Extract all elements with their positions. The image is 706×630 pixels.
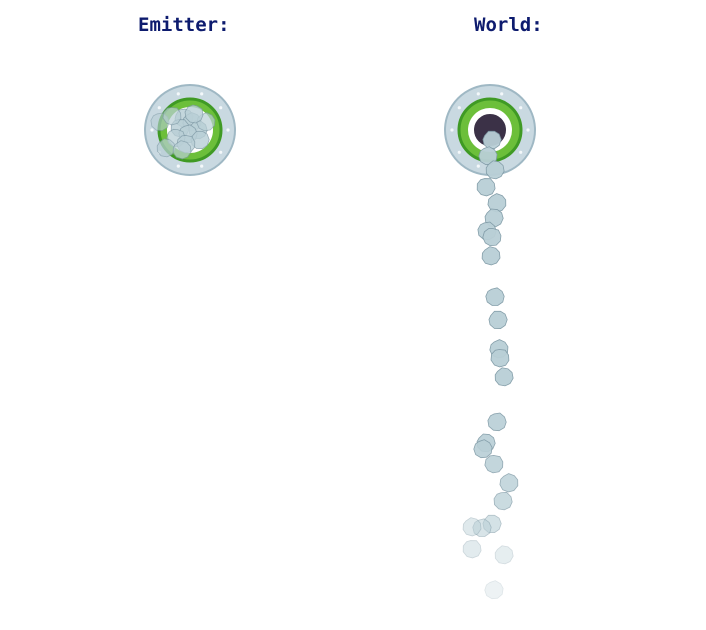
rock-particle-icon bbox=[480, 576, 508, 604]
rim-dot bbox=[457, 150, 461, 154]
rim-dot bbox=[176, 164, 180, 168]
rim-dot bbox=[150, 128, 154, 132]
rim-dot bbox=[157, 106, 161, 110]
rim-dot bbox=[500, 92, 504, 96]
rim-dot bbox=[176, 92, 180, 96]
rock-particle-icon bbox=[496, 470, 522, 496]
rim-dot bbox=[519, 150, 523, 154]
rim-dot bbox=[200, 92, 204, 96]
rock-particle-icon bbox=[489, 487, 517, 515]
rim-dot bbox=[219, 106, 223, 110]
world-panel-title: World: bbox=[474, 14, 543, 36]
emitter-panel bbox=[144, 84, 236, 176]
rock-particle-icon bbox=[487, 309, 509, 331]
world-panel bbox=[444, 84, 536, 604]
rock-particle-icon bbox=[491, 364, 517, 390]
rock-particle-icon bbox=[459, 536, 485, 562]
rim-dot bbox=[450, 128, 454, 132]
rim-dot bbox=[519, 106, 523, 110]
rim-dot bbox=[200, 164, 204, 168]
rim-dot bbox=[219, 150, 223, 154]
rock-particle-icon bbox=[481, 283, 509, 311]
emitter-panel-title: Emitter: bbox=[138, 14, 230, 36]
rim-dot bbox=[226, 128, 230, 132]
rock-particle-icon bbox=[478, 243, 504, 269]
rim-dot bbox=[457, 106, 461, 110]
rim-dot bbox=[476, 92, 480, 96]
rock-particle-icon bbox=[483, 408, 511, 436]
rim-dot bbox=[476, 164, 480, 168]
rim-dot bbox=[526, 128, 530, 132]
rock-particle-icon bbox=[491, 542, 517, 568]
